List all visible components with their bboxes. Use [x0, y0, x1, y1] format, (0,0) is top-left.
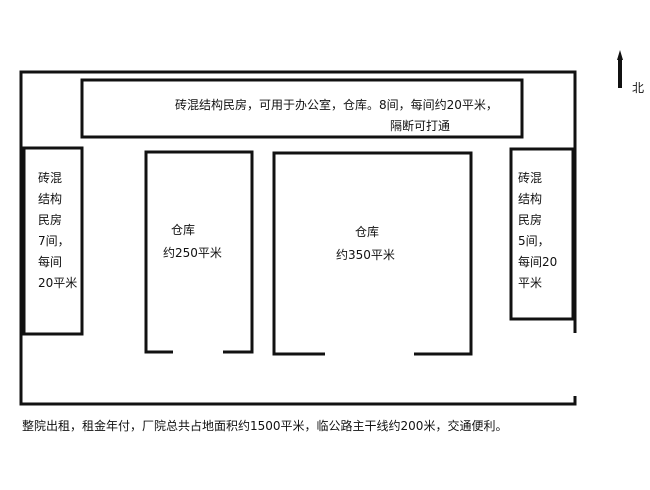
north-label: 北 — [632, 81, 645, 95]
label-line: 结构 — [38, 192, 63, 206]
top-building-label-line2: 隔断可打通 — [390, 119, 451, 133]
right-building — [509, 147, 575, 321]
warehouse-1-area: 约250平米 — [163, 246, 222, 260]
label-line: 7间， — [38, 234, 70, 248]
top-building — [80, 78, 524, 139]
warehouse-2-walls — [272, 151, 473, 356]
warehouse-1-walls — [144, 150, 254, 354]
outer-wall — [19, 70, 577, 406]
north-arrow-icon — [617, 50, 623, 88]
footer-note: 整院出租，租金年付，厂院总共占地面积约1500平米，临公路主干线约200米，交通… — [22, 419, 508, 433]
label-line: 民房 — [38, 213, 63, 227]
label-line: 20平米 — [38, 276, 78, 290]
top-building-label-line1: 砖混结构民房，可用于办公室，仓库。8间，每间约20平米， — [175, 98, 498, 112]
label-line: 5间， — [518, 234, 550, 248]
right-building-label: 砖混 结构 民房 5间， 每间20 平米 — [518, 168, 557, 294]
label-line: 每间 — [38, 255, 63, 269]
warehouse-1-name: 仓库 — [171, 223, 196, 237]
label-line: 砖混 — [518, 171, 543, 185]
label-line: 平米 — [518, 276, 543, 290]
left-building-label: 砖混 结构 民房 7间， 每间 20平米 — [38, 168, 77, 294]
left-building — [22, 146, 84, 336]
label-line: 结构 — [518, 192, 543, 206]
warehouse-2-area: 约350平米 — [336, 248, 395, 262]
label-line: 民房 — [518, 213, 543, 227]
label-line: 每间20 — [518, 255, 558, 269]
label-line: 砖混 — [38, 171, 63, 185]
warehouse-2-name: 仓库 — [355, 225, 380, 239]
